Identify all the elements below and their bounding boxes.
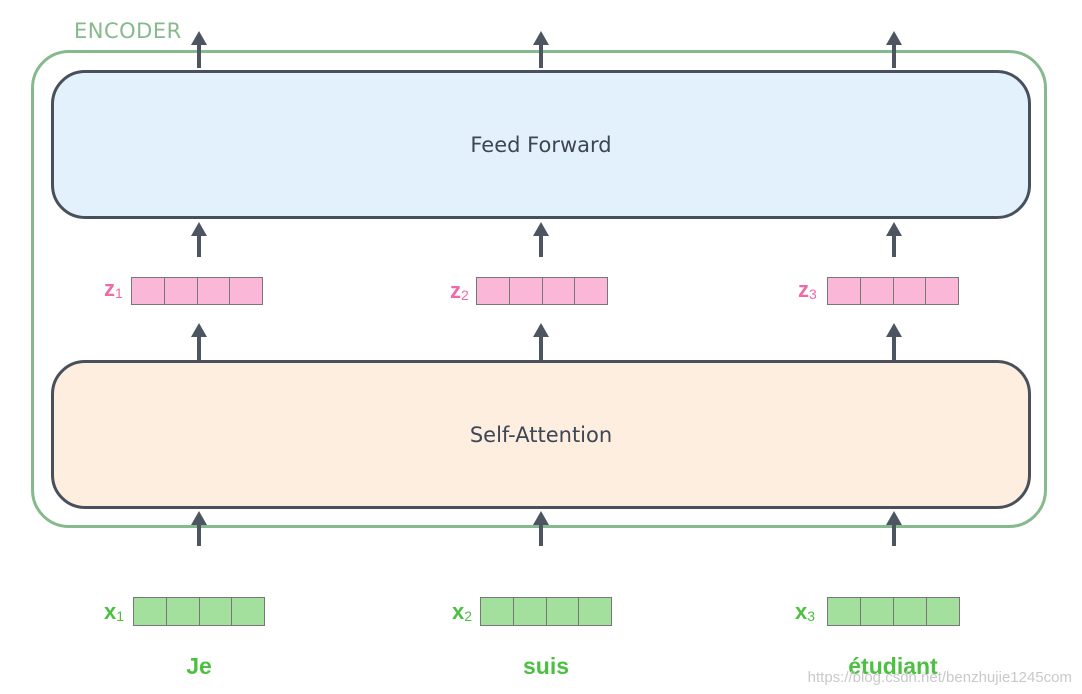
x-to-sa-arrow-3 xyxy=(886,511,902,546)
input-word-1: Je xyxy=(186,653,212,679)
z-to-ff-arrow-3 xyxy=(886,222,902,257)
x-label-1: x1 xyxy=(104,599,125,624)
watermark: https://blog.csdn.net/benzhujie1245com xyxy=(807,669,1072,686)
x-to-sa-arrow-1 xyxy=(191,511,207,546)
z-label-3: z3 xyxy=(798,277,817,302)
x-label-3: x3 xyxy=(795,599,816,624)
feed-forward-layer: Feed Forward xyxy=(51,70,1031,219)
sa-to-z-arrow-2 xyxy=(533,323,549,360)
self-attention-label: Self-Attention xyxy=(469,422,613,447)
z-label-2: z2 xyxy=(450,278,469,303)
z-label-1: z1 xyxy=(104,276,123,301)
x-vector-1 xyxy=(133,597,265,626)
feed-forward-label: Feed Forward xyxy=(470,132,612,157)
output-arrow-1 xyxy=(191,31,207,68)
sa-to-z-arrow-1 xyxy=(191,323,207,360)
x-label-2: x2 xyxy=(452,599,473,624)
sa-to-z-arrow-3 xyxy=(886,323,902,360)
x-vector-2 xyxy=(480,597,612,626)
x-vector-3 xyxy=(827,597,960,626)
encoder-label: ENCODER xyxy=(74,19,182,43)
input-word-2: suis xyxy=(522,653,570,679)
output-arrow-2 xyxy=(533,31,549,68)
self-attention-layer: Self-Attention xyxy=(51,360,1031,509)
z-vector-2 xyxy=(476,277,608,305)
output-arrow-3 xyxy=(886,31,902,68)
input-word-3: étudiant xyxy=(848,653,938,679)
z-to-ff-arrow-2 xyxy=(533,222,549,257)
z-vector-3 xyxy=(827,277,959,305)
x-to-sa-arrow-2 xyxy=(533,511,549,546)
z-vector-1 xyxy=(131,277,263,305)
z-to-ff-arrow-1 xyxy=(191,222,207,257)
